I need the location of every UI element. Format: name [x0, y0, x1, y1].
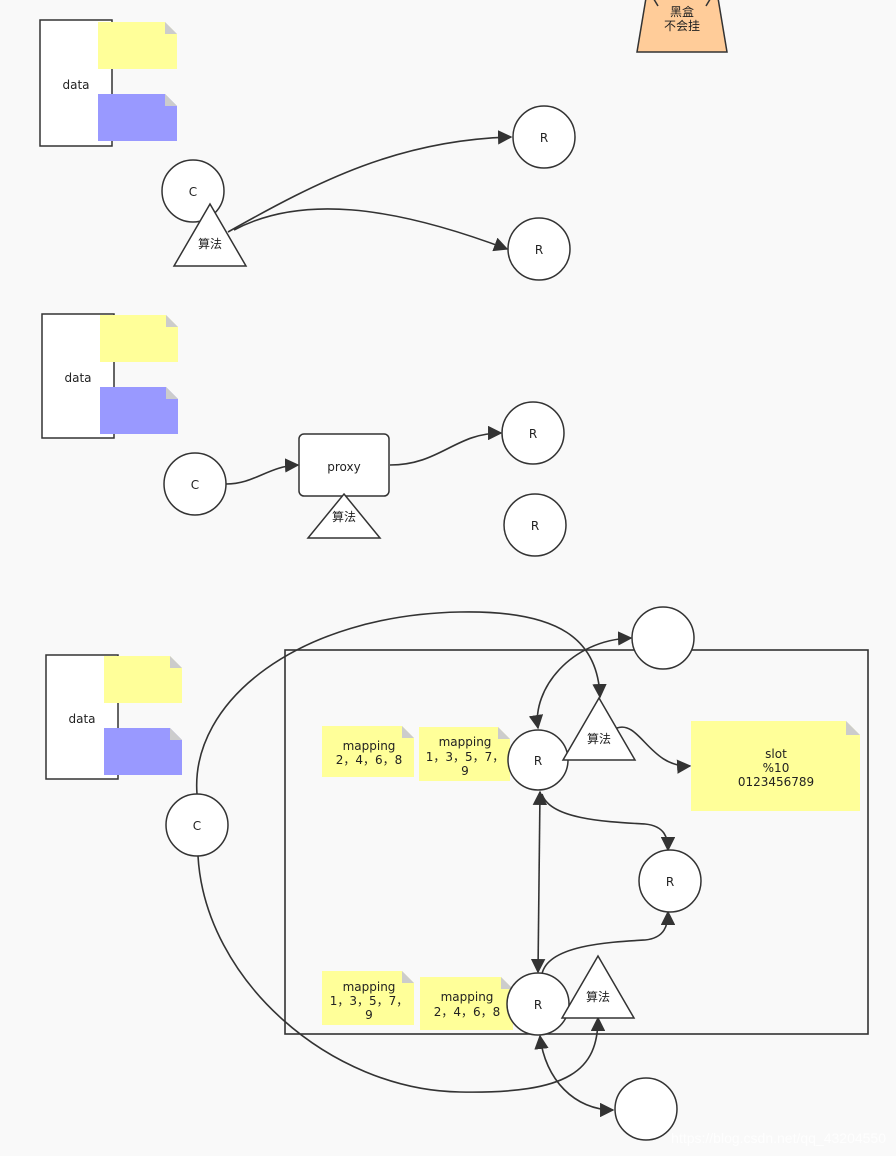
section1-edge-to-redis-bottom [233, 208, 509, 252]
section3-note-yellow [104, 656, 182, 703]
section1-data-label: data [62, 78, 89, 92]
section1-edge-to-redis-top [227, 130, 513, 233]
section3-redis-bottom-label: R [534, 998, 542, 1012]
section3-redis-top-label: R [534, 754, 542, 768]
section3-algo-top[interactable]: 算法 [561, 696, 637, 761]
section3-mapping-top-left: mapping 2，4，6，8 [322, 726, 414, 777]
section1-redis-top-label: R [540, 131, 548, 145]
section3-replica-bottom[interactable] [614, 1077, 678, 1141]
mapping-values-line1: 1，3，5，7， [330, 994, 409, 1008]
section3-redis-bottom[interactable]: R [506, 972, 570, 1036]
section2-redis-top[interactable]: R [501, 401, 565, 465]
section3-replica-top[interactable] [631, 606, 695, 670]
section3-edge-redis-bottom-to-replica [534, 1034, 615, 1118]
blackbox-node[interactable]: 黑盒 不会挂 [636, 0, 728, 53]
section1-redis-bottom-label: R [535, 243, 543, 257]
section3-client-label: C [193, 819, 201, 833]
blackbox-label-line1: 黑盒 [670, 4, 694, 19]
section2-algo-label: 算法 [332, 509, 356, 524]
section3-redis-middle[interactable]: R [638, 849, 702, 913]
section2-proxy-label: proxy [327, 460, 360, 474]
section2-note-blue [100, 387, 178, 434]
section2-edge-proxy-to-redis [389, 425, 503, 466]
section3-edge-algo-to-slot [616, 726, 692, 774]
blackbox-arrow-left [653, 0, 659, 7]
section3-client-node[interactable]: C [165, 793, 229, 857]
mapping-title: mapping [343, 980, 396, 994]
section1-client-label: C [189, 185, 197, 199]
mapping-values-line2: 9 [461, 764, 469, 778]
section2-redis-bottom-label: R [531, 519, 539, 533]
section2-redis-bottom[interactable]: R [503, 493, 567, 557]
section3-data-label: data [68, 712, 95, 726]
section3-algo-bottom[interactable]: 算法 [560, 954, 636, 1019]
section3-mapping-top-right: mapping 1，3，5，7， 9 [419, 727, 510, 781]
section1-redis-bottom[interactable]: R [507, 217, 571, 281]
section3-edge-redis-top-to-redis-bottom [530, 790, 548, 974]
section3-algo-top-label: 算法 [587, 731, 611, 746]
section3-mapping-bottom-left: mapping 1，3，5，7， 9 [322, 971, 414, 1025]
watermark-text: https://blog.csdn.net/qq_43204550 [671, 1130, 886, 1146]
section3-edge-redis-bottom-to-redis-middle [541, 910, 676, 975]
section1-note-yellow [98, 22, 177, 69]
section3-mapping-bottom-right: mapping 2，4，6，8 [420, 977, 513, 1030]
mapping-values: 2，4，6，8 [336, 753, 403, 767]
section2-client-label: C [191, 478, 199, 492]
section3-algo-bottom-label: 算法 [586, 989, 610, 1004]
mapping-values-line2: 9 [365, 1008, 373, 1022]
section1-redis-top[interactable]: R [512, 105, 576, 169]
section2-algo-node[interactable]: 算法 [306, 492, 382, 539]
section2-data-label: data [64, 371, 91, 385]
section2-client-node[interactable]: C [163, 452, 227, 516]
section1-note-blue [98, 94, 177, 141]
section3-redis-middle-label: R [666, 875, 674, 889]
slot-modulo: %10 [763, 761, 790, 775]
section2-redis-top-label: R [529, 427, 537, 441]
mapping-values-line1: 1，3，5，7， [426, 750, 505, 764]
section2-proxy-node[interactable]: proxy [298, 433, 390, 497]
section3-edge-redis-top-to-redis-middle [541, 793, 676, 852]
mapping-title: mapping [441, 990, 494, 1004]
section3-redis-top[interactable]: R [507, 729, 569, 791]
mapping-values: 2，4，6，8 [434, 1005, 501, 1019]
blackbox-label-line2: 不会挂 [664, 19, 700, 33]
section3-note-blue [104, 728, 182, 775]
mapping-title: mapping [343, 739, 396, 753]
section2-note-yellow [100, 315, 178, 362]
section3-slot-note: slot %10 0123456789 [691, 721, 860, 811]
slot-title: slot [765, 747, 787, 761]
mapping-title: mapping [439, 735, 492, 749]
slot-range: 0123456789 [738, 775, 814, 789]
section1-algo-node[interactable]: 算法 [172, 202, 248, 267]
section1-algo-label: 算法 [198, 236, 222, 251]
blackbox-arrow-right [705, 0, 711, 7]
section2-edge-client-to-proxy [225, 458, 300, 485]
section3-edge-redis-top-to-replica [528, 631, 633, 730]
